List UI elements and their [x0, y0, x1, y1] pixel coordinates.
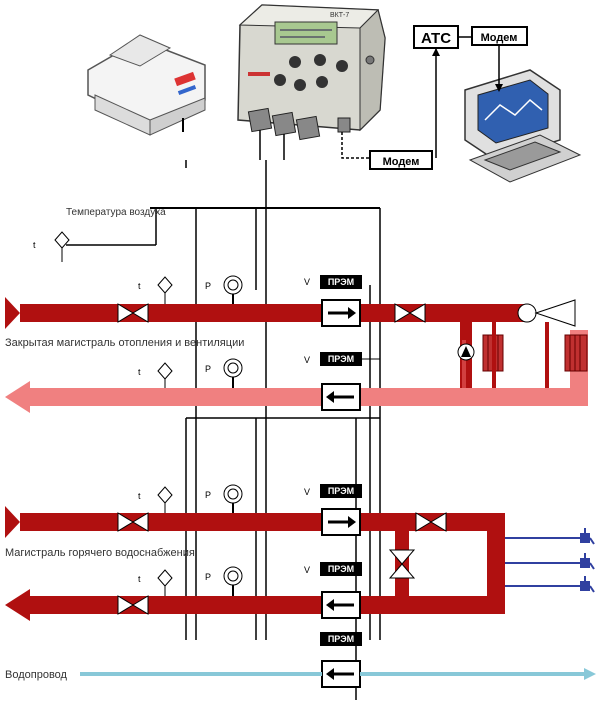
printer-icon: [87, 34, 206, 136]
flowmeter-heat-supply-label: ПРЭМ: [328, 277, 354, 287]
heat-supply-volume-label: V: [304, 277, 310, 287]
modem-bottom-box: [369, 150, 433, 170]
outdoor-air-label: Температура воздуха: [66, 207, 166, 218]
link-controller-modem: [341, 132, 370, 159]
controller-key-right[interactable]: [314, 54, 326, 66]
outdoor-temp-sensor: t: [33, 231, 70, 262]
controller-key-menu[interactable]: [336, 60, 348, 72]
modem-bottom-label: Модем: [383, 156, 420, 168]
controller-key-enter[interactable]: [316, 76, 328, 88]
controller-key-up[interactable]: [289, 56, 301, 68]
heat-main-label: Закрытая магистраль отопления и вентиляц…: [5, 337, 244, 349]
heat-return-temp-label: t: [138, 367, 141, 377]
heat-supply-temp-sensor: t: [138, 276, 173, 304]
heat-return-volume-label: V: [304, 355, 310, 365]
controller-display: [274, 21, 338, 45]
flowmeter-heat-supply: V ПРЭМ: [304, 275, 362, 327]
flowmeter-heat-return: V ПРЭМ: [304, 352, 362, 411]
cable-gland-row: [247, 107, 351, 141]
modem-top-label: Модем: [481, 32, 518, 44]
water-supply-temp-label: t: [138, 491, 141, 501]
water-return-pressure-label: P: [205, 572, 211, 582]
heat-return-pressure-sensor: P: [205, 358, 243, 388]
heat-supply-pressure-label: P: [205, 281, 211, 291]
outdoor-temp-label: t: [33, 240, 36, 250]
computer-icon: [464, 69, 582, 183]
water-return-pipe: [5, 589, 505, 621]
elevator-node: [517, 303, 537, 323]
flowmeter-water-supply: V ПРЭМ: [304, 484, 362, 536]
heat-supply-temp-label: t: [138, 281, 141, 291]
water-return-volume-label: V: [304, 565, 310, 575]
flowmeter-water-return: V ПРЭМ: [304, 562, 362, 619]
tap-icon: [580, 553, 595, 570]
flowmeter-cold-water-label: ПРЭМ: [328, 634, 354, 644]
hot-water-label: Магистраль горячего водоснабжения: [5, 547, 195, 559]
controller-key-left[interactable]: [274, 74, 286, 86]
radiator-1: [482, 322, 504, 388]
water-return-pressure-sensor: P: [205, 566, 243, 596]
water-supply-pressure-sensor: P: [205, 484, 243, 513]
cold-water-label: Водопровод: [5, 669, 68, 681]
water-return-temp-sensor: t: [138, 569, 173, 596]
heat-return-pressure-label: P: [205, 364, 211, 374]
flowmeter-heat-supply-box: [320, 275, 362, 289]
water-supply-pressure-label: P: [205, 490, 211, 500]
radiator-2: [564, 334, 588, 372]
tap-icon: [580, 528, 595, 545]
controller-model-label: ВКТ-7: [330, 12, 349, 19]
heat-return-temp-sensor: t: [138, 362, 173, 388]
ats-label: АТС: [421, 30, 451, 47]
heat-supply-pressure-sensor: P: [205, 275, 243, 304]
flowmeter-water-supply-label: ПРЭМ: [328, 486, 354, 496]
flowmeter-water-return-label: ПРЭМ: [328, 564, 354, 574]
water-supply-volume-label: V: [304, 487, 310, 497]
flowmeter-heat-return-label: ПРЭМ: [328, 354, 354, 364]
controller-key-down[interactable]: [294, 79, 306, 91]
water-return-temp-label: t: [138, 574, 141, 584]
controller-vkt7: ВКТ-7: [237, 4, 386, 141]
flowmeter-heat-return-box: [320, 352, 362, 366]
water-supply-temp-sensor: t: [138, 486, 173, 513]
tap-icon: [580, 576, 595, 593]
